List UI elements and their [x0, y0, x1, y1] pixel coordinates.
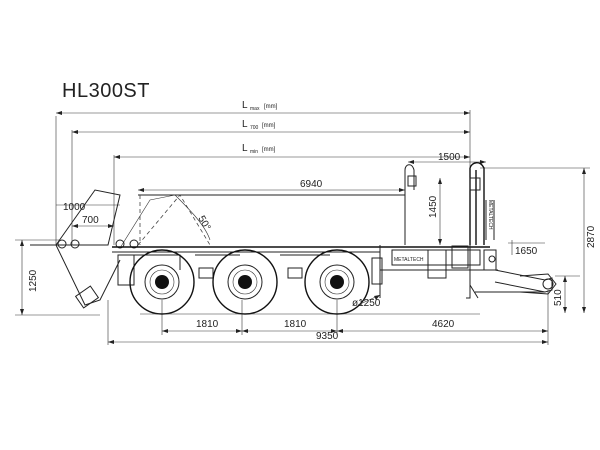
l-min-unit: [mm]: [262, 147, 276, 153]
left-dimensions: 1000 700 1250: [15, 202, 120, 316]
l-max-label: L: [242, 100, 248, 111]
l-max-sub: max: [250, 106, 260, 112]
dim-9350: 9350: [316, 331, 339, 342]
dim-1000: 1000: [63, 202, 86, 213]
l-700-label: L: [242, 119, 248, 130]
l-max-unit: [mm]: [264, 104, 278, 110]
brand-side: METALTECH: [487, 200, 493, 230]
wheels: ø1250: [129, 249, 480, 315]
dim-1450: 1450: [428, 195, 439, 218]
dim-4620: 4620: [432, 319, 455, 330]
l-min-label: L: [242, 143, 248, 154]
dim-1650: 1650: [515, 246, 538, 257]
hook-frame: 50°: [30, 162, 485, 309]
dim-510: 510: [553, 289, 564, 306]
dim-6940: 6940: [300, 179, 323, 190]
dim-700: 700: [82, 215, 99, 226]
wheel-diameter: ø1250: [352, 298, 381, 309]
brand-plate: METALTECH: [394, 257, 424, 263]
dim-1810-b: 1810: [284, 319, 307, 330]
wheel-middle: [212, 249, 278, 315]
dim-1810-a: 1810: [196, 319, 219, 330]
dim-1250: 1250: [28, 269, 39, 292]
dim-2870: 2870: [586, 225, 597, 248]
tip-angle: 50°: [195, 214, 212, 233]
right-dimensions: 2870 1650 510: [480, 167, 597, 313]
length-dimensions: L max [mm] L 700 [mm] L min [mm] 6940 15…: [55, 100, 486, 245]
l-min-sub: min: [250, 149, 258, 155]
l-700-sub: 700: [250, 125, 259, 131]
l-700-unit: [mm]: [262, 123, 276, 129]
chassis: METALTECH METALTECH: [112, 200, 557, 299]
dim-1500: 1500: [438, 152, 461, 163]
bottom-dimensions: 1810 1810 4620 9350: [107, 290, 549, 345]
model-title: HL300ST: [62, 80, 150, 102]
